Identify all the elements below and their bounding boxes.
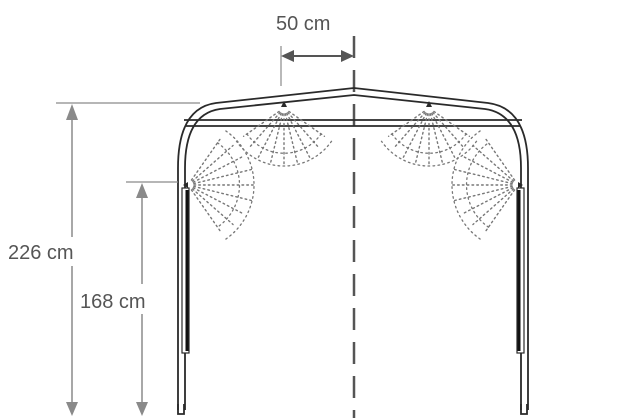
spray-ray: [193, 168, 253, 185]
spray-pattern-side-right: [451, 130, 516, 240]
spray-ray: [402, 112, 427, 158]
total-height-label: 226 cm: [8, 242, 74, 264]
nozzle-height-label: 168 cm: [80, 291, 146, 313]
nozzle-top-left: [281, 101, 287, 107]
spray-arc: [465, 142, 490, 228]
spray-ray: [257, 112, 282, 158]
spray-ray: [433, 110, 471, 137]
spray-ray: [485, 189, 516, 232]
spray-arc: [391, 133, 467, 154]
spray-ray: [192, 187, 245, 215]
spray-ray: [242, 110, 280, 137]
spray-ray: [288, 110, 326, 137]
nozzle-side-right: [518, 182, 523, 188]
spray-ray: [284, 113, 299, 165]
right-side-panel: [516, 187, 525, 354]
spray-ray: [461, 155, 514, 183]
spray-pattern-top-left: [235, 110, 333, 167]
spray-arc: [246, 133, 322, 154]
spray-arc: [235, 140, 333, 167]
spray-arc: [451, 130, 481, 240]
spray-ray: [269, 113, 284, 165]
total-height-dimension: [56, 102, 200, 416]
spray-ray: [190, 138, 221, 181]
spray-pattern-side-left: [190, 130, 255, 240]
spray-ray: [472, 188, 515, 226]
spray-ray: [453, 168, 513, 185]
spray-arc: [225, 130, 255, 240]
spray-ray: [429, 113, 444, 165]
spray-ray: [192, 155, 245, 183]
top-offset-dimension: [280, 46, 354, 86]
spray-ray: [190, 189, 221, 232]
spray-pattern-top-right: [380, 110, 478, 167]
spray-ray: [191, 144, 234, 182]
nozzle-top-right: [426, 101, 432, 107]
spray-ray: [453, 185, 513, 202]
nozzle-height-dimension: [126, 181, 178, 416]
gantry-frame: [177, 87, 529, 415]
spray-arc: [380, 140, 478, 167]
left-side-panel: [181, 187, 190, 354]
spray-ray: [193, 185, 253, 202]
spray-arc: [216, 142, 241, 228]
spray-ray: [414, 113, 429, 165]
spray-ray: [387, 110, 425, 137]
nozzle-side-left: [183, 182, 188, 188]
spray-ray: [431, 112, 456, 158]
spray-ray: [286, 112, 311, 158]
spray-ray: [485, 138, 516, 181]
spray-ray: [461, 187, 514, 215]
top-offset-label: 50 cm: [276, 13, 330, 35]
